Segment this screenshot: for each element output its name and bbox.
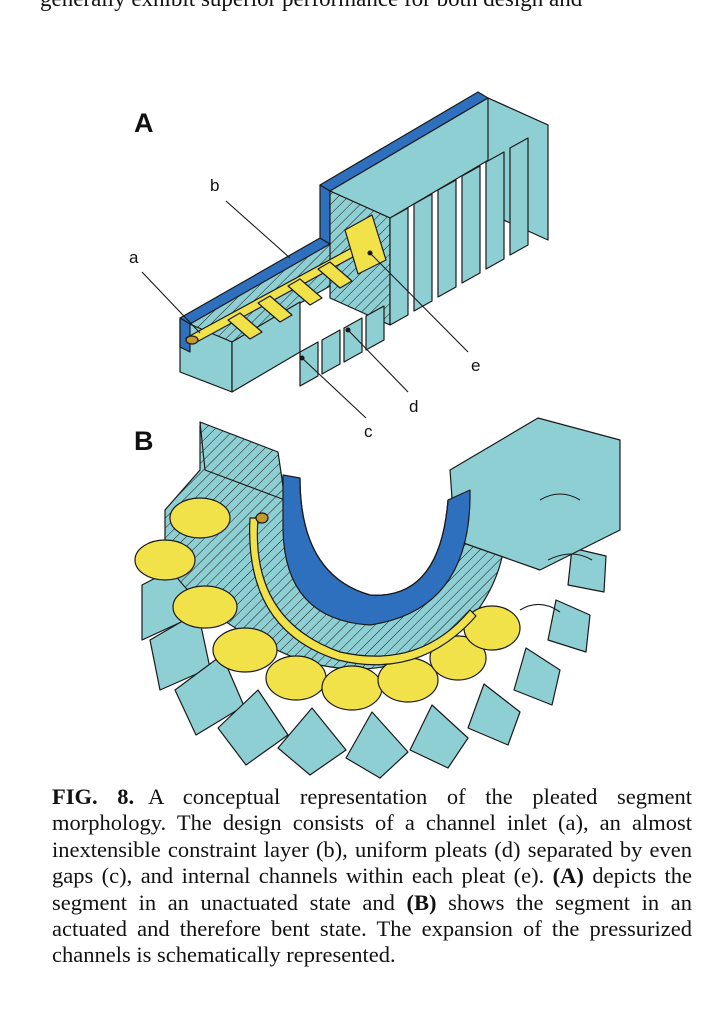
small-pleats bbox=[299, 305, 385, 387]
leader-c bbox=[301, 357, 367, 419]
leader-a bbox=[141, 271, 201, 334]
constraint-layer-lower-front bbox=[179, 317, 191, 353]
leader-e bbox=[369, 252, 469, 353]
channel-inlet-b bbox=[255, 512, 269, 524]
callout-b: b bbox=[210, 176, 220, 195]
figure-caption: FIG. 8.A conceptual representation of th… bbox=[52, 784, 692, 969]
previous-text-line: generally exhibit superior performance f… bbox=[40, 0, 582, 12]
internal-channel-arc bbox=[249, 517, 477, 666]
panel-a-unactuated-segment bbox=[179, 91, 549, 393]
leader-b bbox=[225, 200, 291, 259]
right-end-block bbox=[449, 417, 621, 571]
caption-part-3: shows the segment in an actuated and the… bbox=[52, 889, 693, 968]
callout-a: a bbox=[129, 248, 139, 267]
callout-e: e bbox=[471, 356, 481, 375]
caption-part-2: depicts the segment in an unactuated sta… bbox=[52, 863, 692, 915]
inner-curve-face bbox=[299, 477, 449, 596]
figure-number: FIG. 8. bbox=[52, 784, 135, 809]
caption-ref-a: (A) bbox=[552, 863, 584, 889]
channel-inlet bbox=[185, 335, 199, 345]
caption-ref-b: (B) bbox=[406, 889, 437, 915]
marker-d bbox=[345, 327, 351, 333]
panel-b-actuated-segment bbox=[134, 417, 621, 779]
panel-label-a: A bbox=[134, 108, 154, 138]
outer-pleats bbox=[141, 493, 611, 779]
marker-e bbox=[367, 250, 373, 256]
caption-part-1: A conceptual representation of the pleat… bbox=[52, 784, 692, 889]
constraint-layer-vertical bbox=[319, 184, 331, 245]
callout-d: d bbox=[409, 397, 419, 416]
panel-a-callout-lines bbox=[141, 200, 469, 419]
tall-pleats bbox=[389, 137, 529, 326]
previous-text-fragment: generally exhibit superior performance f… bbox=[0, 0, 712, 14]
marker-c bbox=[299, 355, 305, 361]
callout-c: c bbox=[364, 422, 373, 441]
leader-d bbox=[347, 329, 409, 393]
expanded-chambers bbox=[134, 497, 521, 711]
right-block-recesses bbox=[519, 493, 593, 613]
panel-label-b: B bbox=[134, 426, 154, 456]
figure-8-illustration bbox=[134, 91, 621, 779]
